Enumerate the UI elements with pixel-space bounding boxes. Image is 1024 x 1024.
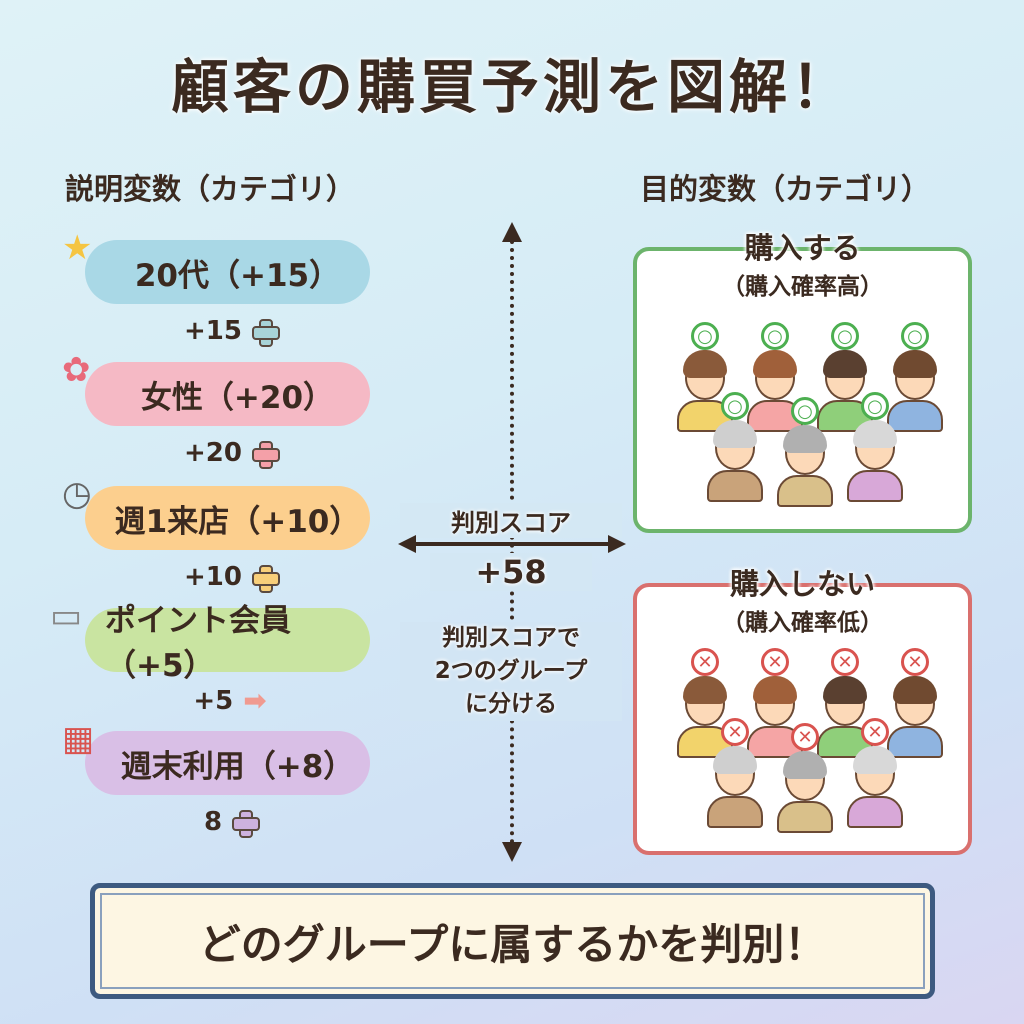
target-variable-header: 目的変数（カテゴリ） — [640, 172, 931, 206]
customer-illustration: ✕ — [675, 648, 735, 758]
variable-pill: 週末利用（+8） — [85, 731, 370, 795]
variable-pill: ポイント会員（+5） — [85, 603, 370, 684]
variable-label: 20代（+15） — [134, 257, 341, 294]
variable-label: ポイント会員（+5） — [105, 603, 291, 684]
card-icon: ▭ — [50, 596, 83, 636]
star-icon: ★ — [62, 228, 93, 268]
increment-value: +20 — [184, 438, 242, 468]
arrow-right-icon: ➡ — [243, 684, 267, 717]
cross-icon: ✕ — [861, 718, 889, 746]
flower-icon: ✿ — [62, 350, 91, 390]
clock-icon: ◷ — [62, 474, 92, 514]
customer-illustration: ○ — [775, 397, 835, 507]
check-circle-icon: ○ — [831, 322, 859, 350]
vertical-arrow — [502, 222, 522, 862]
check-circle-icon: ○ — [901, 322, 929, 350]
cross-icon: ✕ — [831, 648, 859, 676]
score-note: 判別スコアで 2つのグループ に分ける — [400, 622, 622, 721]
check-circle-icon: ○ — [791, 397, 819, 425]
conclusion-banner: どのグループに属するかを判別！ — [90, 883, 935, 999]
increment-value: +15 — [184, 316, 242, 346]
check-circle-icon: ○ — [761, 322, 789, 350]
group-subtitle: （購入確率低） — [722, 610, 883, 636]
cross-icon: ✕ — [761, 648, 789, 676]
check-circle-icon: ○ — [861, 392, 889, 420]
customer-illustration: ○ — [885, 322, 945, 432]
group-title: 購入しない — [729, 567, 875, 601]
plus-icon — [251, 441, 280, 469]
cross-icon: ✕ — [791, 723, 819, 751]
score-increment: 8 — [170, 807, 290, 838]
check-circle-icon: ○ — [721, 392, 749, 420]
customer-illustration: ○ — [815, 322, 875, 432]
cross-icon: ✕ — [691, 648, 719, 676]
score-value: +58 — [430, 553, 592, 591]
score-increment: +5 ➡ — [170, 684, 290, 717]
customer-illustration: ✕ — [885, 648, 945, 758]
cross-icon: ✕ — [721, 718, 749, 746]
variable-pill: 女性（+20） — [85, 362, 370, 426]
group-title: 購入する — [744, 231, 861, 265]
horizontal-arrow — [398, 535, 626, 553]
page-title: 顧客の購買予測を図解！ — [170, 53, 853, 121]
score-increment: +20 — [170, 438, 290, 469]
increment-value: 8 — [203, 807, 223, 837]
customer-illustration: ○ — [705, 392, 765, 502]
variable-label: 女性（+20） — [140, 379, 335, 416]
plus-icon — [251, 565, 280, 593]
score-increment: +15 — [170, 316, 290, 347]
customer-illustration: ✕ — [775, 723, 835, 833]
note-line: 判別スコアで — [442, 625, 580, 651]
note-line: 2つのグループ — [434, 658, 588, 684]
variable-label: 週末利用（+8） — [120, 748, 355, 785]
variable-pill: 週1来店（+10） — [85, 486, 370, 550]
increment-value: +5 — [193, 685, 234, 716]
explanatory-variables-header: 説明変数（カテゴリ） — [65, 172, 356, 206]
calendar-icon: ▦ — [62, 719, 95, 759]
group-subtitle: （購入確率高） — [722, 274, 883, 300]
plus-icon — [232, 810, 261, 838]
score-label: 判別スコア — [400, 503, 622, 538]
variable-label: 週1来店（+10） — [114, 503, 361, 540]
customer-illustration: ✕ — [845, 718, 905, 828]
customer-illustration: ○ — [845, 392, 905, 502]
increment-value: +10 — [184, 562, 242, 592]
plus-icon — [251, 319, 280, 347]
customer-illustration: ✕ — [705, 718, 765, 828]
variable-pill: 20代（+15） — [85, 240, 370, 304]
note-line: に分ける — [465, 691, 557, 717]
check-circle-icon: ○ — [691, 322, 719, 350]
cross-icon: ✕ — [901, 648, 929, 676]
score-increment: +10 — [170, 562, 290, 593]
